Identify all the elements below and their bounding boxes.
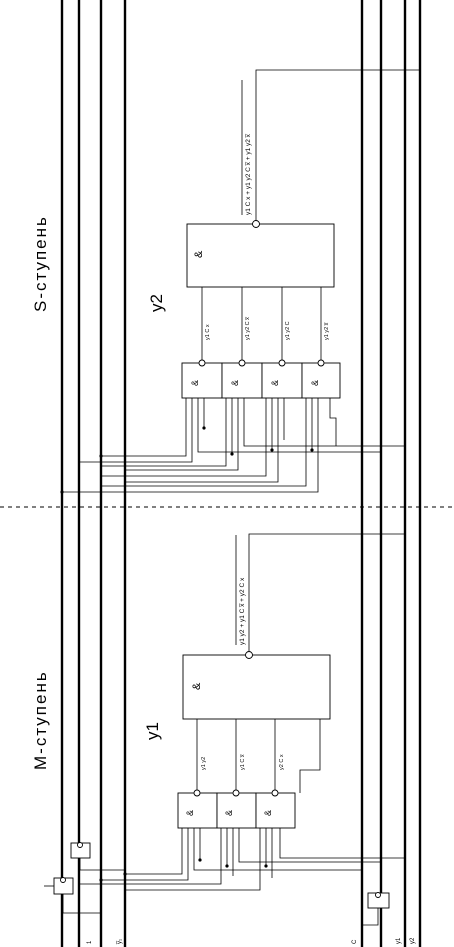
s-stage-input-wiring: [60, 398, 405, 494]
m-term-1: y1 y2: [201, 757, 207, 770]
s-wire-c: [197, 398, 381, 453]
m-wire-h: [238, 828, 381, 863]
s-gate-1-symbol: &: [190, 380, 200, 386]
s-wire-o: [62, 398, 319, 493]
s-wire-g: [125, 398, 239, 471]
input-bus-label-y2: y2: [410, 937, 416, 944]
s-gate-4-bubble: [317, 359, 325, 367]
left-inverter-2-bubble: [77, 842, 83, 848]
m-wire-i: [125, 828, 261, 891]
s-gate-2-symbol: &: [230, 380, 240, 386]
s-wire-k: [125, 398, 279, 483]
s-stage-expression: y1 C x + y1 y2 C x̅ + y1 y2 x̅: [245, 133, 252, 215]
s-gate-1: [181, 362, 223, 399]
m-junction-2: [225, 864, 229, 868]
m-wire-l: [279, 828, 405, 859]
m-wire-c: [193, 828, 362, 871]
m-gate-1-bubble: [193, 789, 201, 797]
s-stage-output-gate-symbol: &: [193, 250, 205, 258]
s-wire-i: [101, 398, 267, 477]
m-stage-expression-group: y1 y2 + y1 C x̅ + y2 C x: [235, 535, 246, 645]
s-stage-expression-group: y1 C x + y1 y2 C x̅ + y1 y2 x̅: [241, 80, 252, 215]
s-wire-b: [79, 398, 193, 463]
s-term-4: y1 y2 x̅: [324, 322, 330, 340]
m-junction-4: [123, 872, 127, 876]
s-stage-gates: & & & &: [181, 287, 341, 399]
m-gate-3-extra-wire: [299, 719, 321, 793]
m-junction-1: [198, 858, 202, 862]
output-label-y1: y1: [143, 722, 162, 740]
m-stage-input-wiring: [79, 828, 405, 891]
s-term-3: y1 y2 C: [285, 321, 291, 340]
m-junction-3: [264, 864, 268, 868]
s-stage-title: S-ступень: [31, 215, 50, 312]
s-junction-2: [230, 452, 234, 456]
s-wire-a: [101, 398, 187, 457]
s-stage-output-wire: [255, 69, 420, 220]
m-stage-output-bubble: [245, 651, 253, 659]
s-gate-2: [221, 362, 263, 399]
s-wire-p: [329, 398, 337, 446]
s-gate-4: [301, 362, 341, 399]
left-inverter-2-output: [79, 858, 125, 871]
m-stage-output-gate-symbol: &: [191, 682, 203, 690]
s-stage-output-and-gate: [186, 223, 335, 288]
m-term-2: y1 C x̅: [240, 754, 246, 770]
s-junction-6: [60, 490, 64, 494]
m-term-3: y2 C x: [279, 754, 285, 770]
m-gate-3-bubble: [271, 789, 279, 797]
left-inverter-1-bubble: [60, 877, 66, 883]
m-junction-5: [99, 878, 103, 882]
s-stage-output-bubble: [252, 220, 260, 228]
s-junction-1: [202, 426, 206, 430]
m-gate-3-symbol: &: [263, 810, 273, 816]
s-term-2: y1 y2 C x̅: [245, 316, 251, 340]
s-junction-4: [310, 448, 314, 452]
s-gate-2-bubble: [238, 359, 246, 367]
m-wire-a: [125, 828, 183, 875]
left-bus-label-2: y̅₁: [117, 939, 123, 945]
m-gate-2-symbol: &: [224, 810, 234, 816]
m-gate-2-bubble: [232, 789, 240, 797]
m-stage-output-and-gate: [182, 654, 331, 720]
s-gate-4-symbol: &: [310, 380, 320, 386]
s-gate-3-bubble: [278, 359, 286, 367]
s-wire-h: [243, 398, 405, 447]
m-stage-expression: y1 y2 + y1 C x̅ + y2 C x: [239, 577, 246, 645]
input-bus-label-y1: y1: [396, 937, 402, 944]
m-gate-2: [216, 792, 257, 829]
left-bus-label-1: 1: [87, 940, 93, 944]
right-inverter-bubble: [375, 892, 381, 898]
s-term-1: y1 C x: [205, 324, 211, 340]
m-stage-title: М-ступень: [31, 670, 50, 770]
m-wire-b: [101, 828, 189, 881]
s-wire-e: [101, 398, 227, 467]
s-gate-3-symbol: &: [270, 380, 280, 386]
s-gate-3: [261, 362, 303, 399]
s-junction-3: [270, 448, 274, 452]
m-stage-output-wire: [248, 533, 405, 651]
m-wire-e: [79, 828, 222, 885]
left-inverter-1-output: [62, 894, 101, 914]
m-stage-gates: & & &: [177, 719, 321, 829]
input-bus-label-c: C: [352, 939, 358, 944]
s-gate-1-bubble: [198, 359, 206, 367]
m-gate-3: [255, 792, 296, 829]
output-label-y2: y2: [147, 294, 166, 312]
m-gate-1: [177, 792, 218, 829]
s-wire-m: [101, 398, 307, 487]
s-junction-5: [99, 454, 103, 458]
m-gate-1-symbol: &: [185, 810, 195, 816]
right-inverter-output: [362, 908, 379, 926]
